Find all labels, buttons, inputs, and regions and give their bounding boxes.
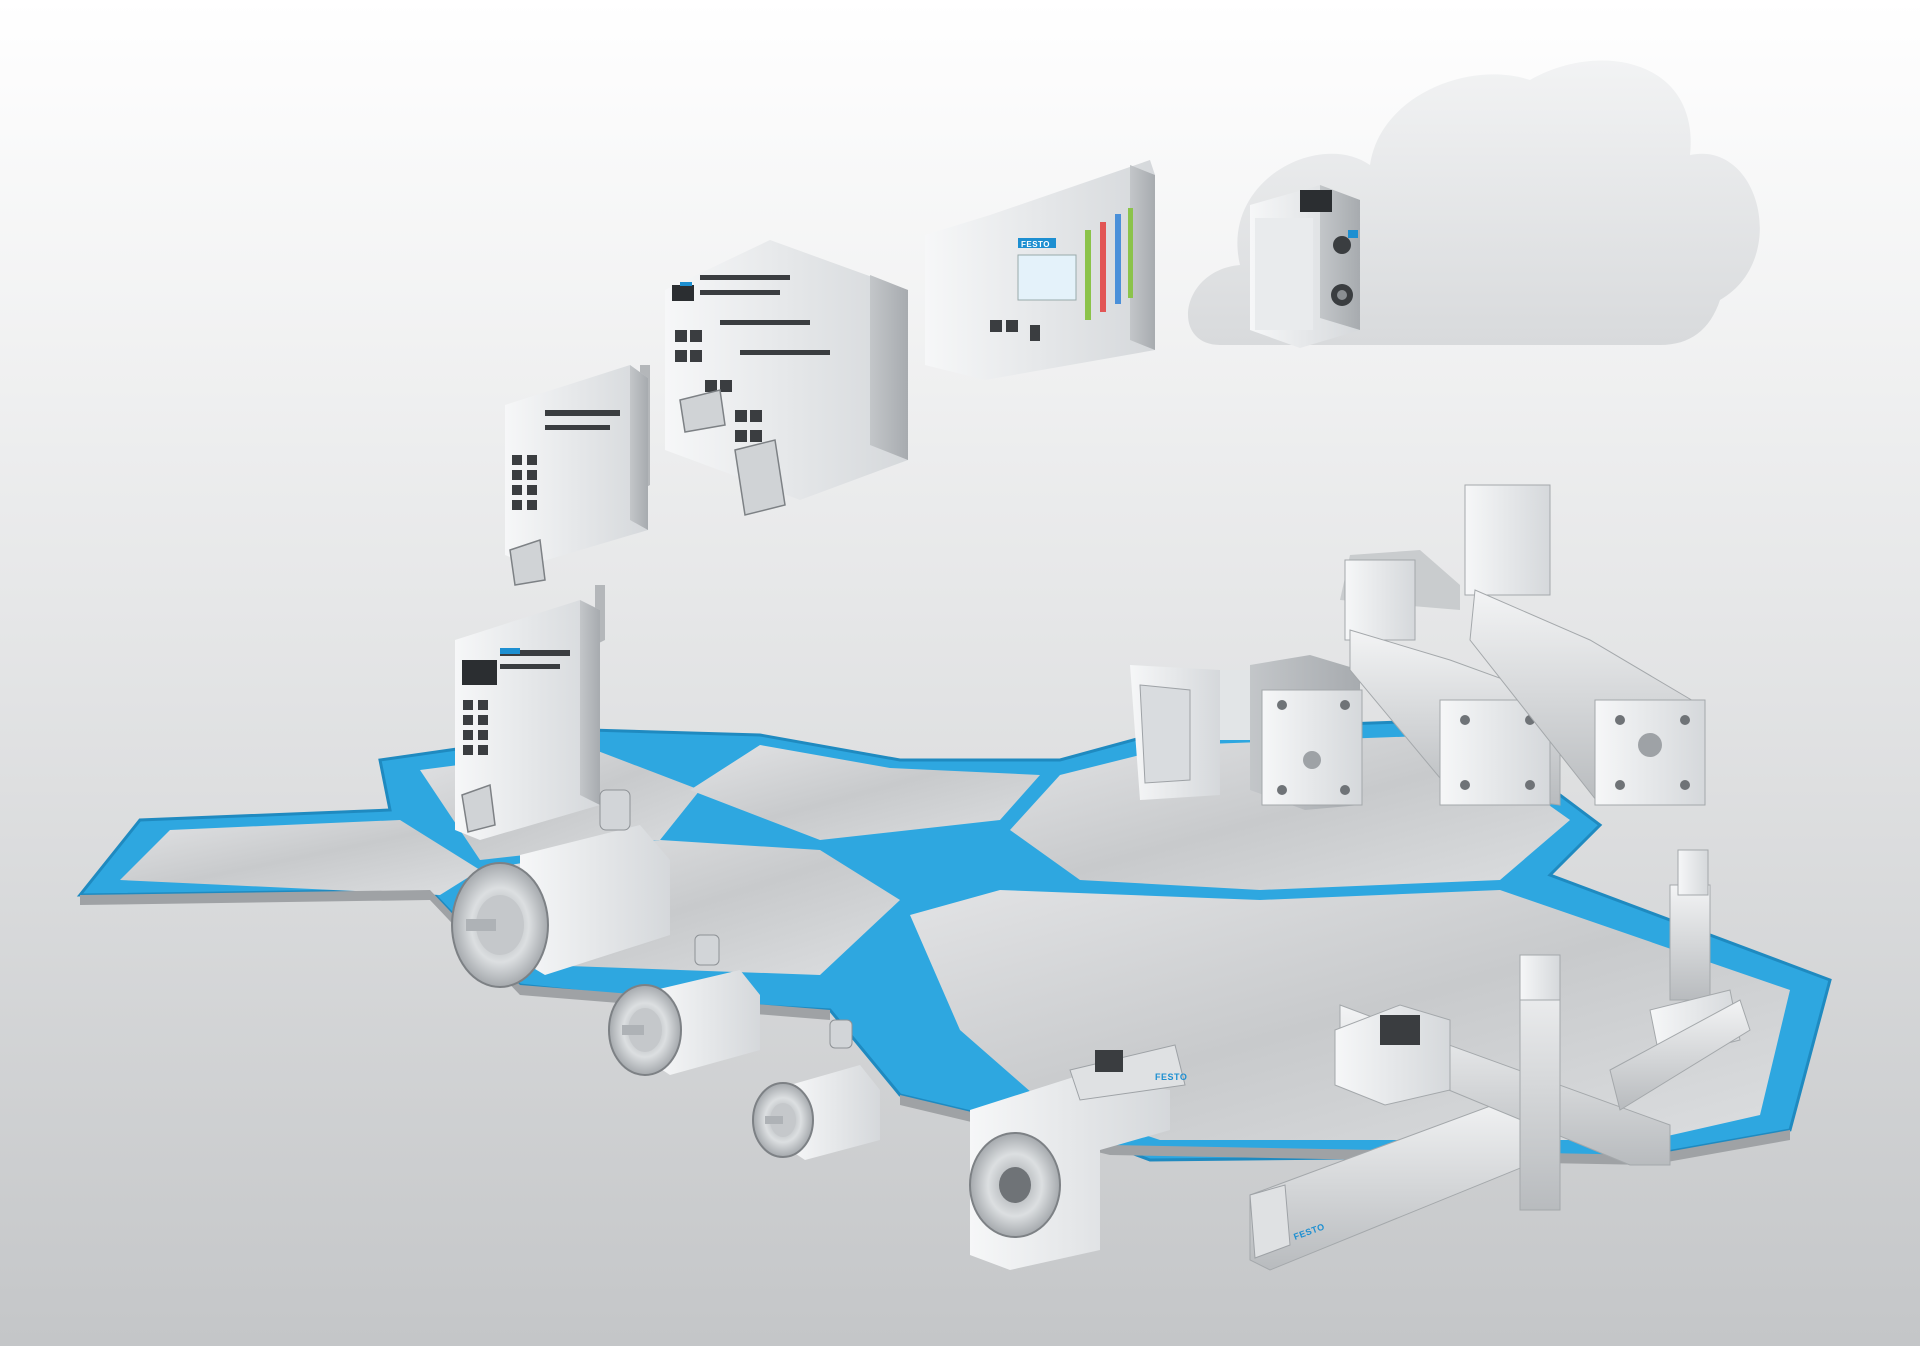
spindle-axis (1464, 484, 1706, 806)
toothed-belt-axis (1340, 550, 1561, 806)
electric-slide (1250, 655, 1363, 810)
servo-drive-single (505, 365, 650, 586)
servo-drive-single-small (455, 585, 605, 840)
rotary-drive: FESTO (969, 1044, 1187, 1270)
iot-gateway (1250, 185, 1360, 348)
rotary-drive-logo-text: FESTO (1155, 1072, 1187, 1082)
vertical-axis-unit (1609, 849, 1751, 1111)
plc-controller-modular: FESTO (925, 160, 1155, 380)
servo-drive-multi-axis (665, 240, 908, 516)
gantry-handling-system: FESTO (1249, 954, 1671, 1271)
servo-motor-small (752, 1019, 880, 1160)
plc-logo-text: FESTO (1021, 240, 1050, 249)
servo-motor-large (451, 789, 670, 988)
servo-motor-medium (608, 934, 760, 1076)
